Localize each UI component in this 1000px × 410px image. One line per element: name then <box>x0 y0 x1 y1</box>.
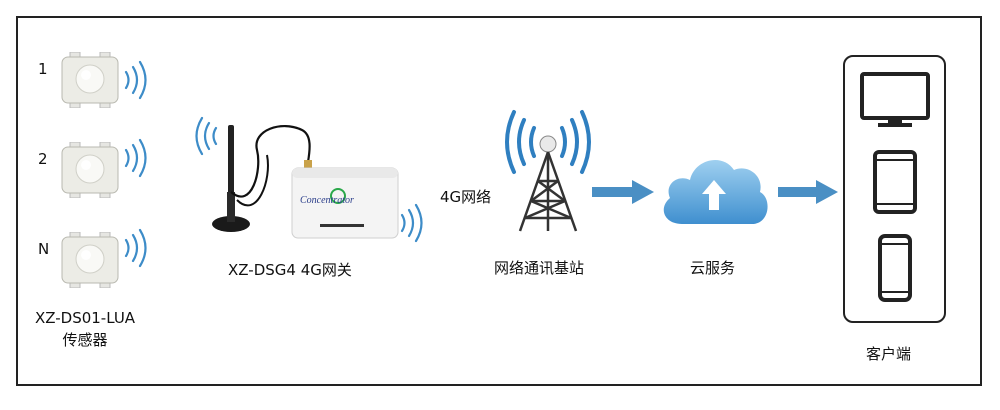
sensor-device-2 <box>60 142 120 198</box>
diagram-frame <box>16 16 982 386</box>
sensor-1-label: 1 <box>38 60 48 78</box>
sensor-2-label: 2 <box>38 150 48 168</box>
sensor-device-1 <box>60 52 120 108</box>
sensor-1-wave-icon <box>122 60 152 100</box>
sensor-type-caption: 传感器 <box>62 331 108 349</box>
sensor-model-caption: XZ-DS01-LUA <box>34 309 136 327</box>
tablet-icon <box>873 150 917 214</box>
gateway-label: XZ-DSG4 4G网关 <box>228 261 352 279</box>
smartphone-icon <box>878 234 912 302</box>
sensor-device-n <box>60 232 120 288</box>
sensor-n-label: N <box>38 240 50 258</box>
base-station-tower-icon <box>498 106 598 236</box>
antenna-icon <box>212 120 322 240</box>
sensor-n-wave-icon <box>122 228 152 268</box>
sensor-2-wave-icon <box>122 138 152 178</box>
client-label: 客户端 <box>866 345 912 363</box>
cloud-service-label: 云服务 <box>690 259 736 277</box>
arrow-to-client-icon <box>778 180 838 204</box>
client-devices-box <box>843 55 946 323</box>
arrow-to-cloud-icon <box>592 180 654 204</box>
network-label: 4G网络 <box>440 188 492 206</box>
gateway-device-text: Concentrator <box>300 195 354 206</box>
base-station-label: 网络通讯基站 <box>494 259 585 277</box>
gateway-device <box>290 166 400 240</box>
gateway-wave-icon <box>398 203 428 243</box>
antenna-wave-icon <box>190 116 220 156</box>
cloud-service-icon <box>656 148 772 230</box>
monitor-icon <box>860 72 930 128</box>
